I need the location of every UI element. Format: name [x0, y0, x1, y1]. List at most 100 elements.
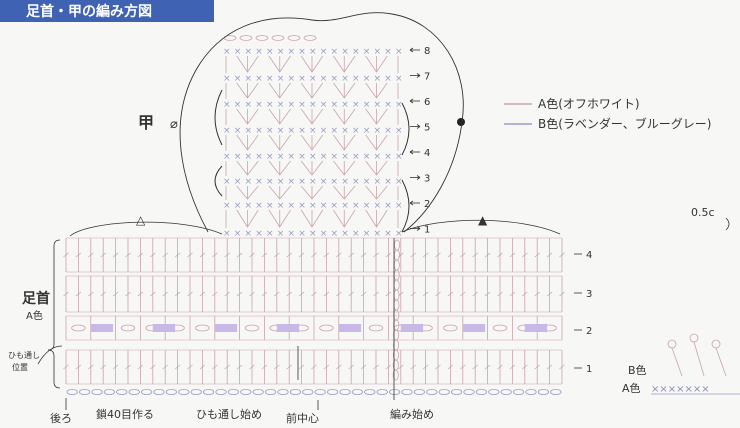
- stitch-bar: [224, 252, 230, 258]
- chain-stitch: [190, 388, 202, 395]
- sc-stitch: ×: [255, 126, 263, 136]
- stitch-bar: [261, 252, 268, 258]
- chain-stitch: [202, 388, 215, 395]
- sc-stitch: ×: [341, 229, 349, 239]
- sc-stitch: ×: [374, 126, 382, 136]
- instep-row-number: 3: [424, 174, 430, 185]
- center-chain: [393, 279, 400, 291]
- chain-stitch: [277, 388, 289, 395]
- stitch-bar: [410, 291, 416, 297]
- stitch-bar: [472, 291, 478, 297]
- chain-stitch: [488, 388, 500, 395]
- chain-stitch: [116, 388, 128, 395]
- sc-stitch: ×: [352, 229, 360, 239]
- sc-stitch: ×: [352, 177, 360, 187]
- stitch-bar: [88, 252, 94, 258]
- sc-stitch: ×: [234, 152, 242, 162]
- stitch-bar: [546, 364, 553, 370]
- sc-stitch: ×: [384, 126, 392, 136]
- sc-stitch: ×: [395, 47, 403, 57]
- stitch-bar: [497, 364, 503, 370]
- sc-stitch: ×: [277, 177, 285, 187]
- center-chain: [393, 259, 400, 271]
- chain-stitch: [537, 388, 550, 395]
- chain-stitch: [215, 388, 227, 395]
- sc-stitch: ×: [245, 152, 253, 162]
- stitch-bar: [460, 252, 466, 258]
- sc-stitch: ×: [245, 74, 253, 84]
- side-post: [693, 341, 705, 377]
- stitch-bar: [360, 291, 367, 297]
- stitch-bar: [249, 291, 255, 297]
- stitch-bar: [336, 252, 342, 258]
- sc-stitch: ×: [298, 126, 306, 136]
- stitch-bar: [174, 252, 181, 258]
- stitch-bar: [385, 291, 392, 297]
- stitch-bar: [236, 291, 243, 297]
- chain-stitch: [438, 388, 450, 395]
- stitch-bar: [336, 364, 342, 370]
- sc-stitch: ×: [331, 126, 339, 136]
- cord-start-label: ひも通し始め: [196, 407, 262, 421]
- center-chain: [393, 289, 400, 301]
- sc-stitch: ×: [245, 177, 253, 187]
- chain-space: [368, 324, 384, 332]
- stitch-bar: [212, 364, 218, 370]
- stitch-bar: [435, 252, 441, 258]
- sc-stitch: ×: [363, 152, 371, 162]
- sc-stitch: ×: [234, 47, 242, 57]
- stitch-bar: [435, 364, 441, 370]
- stitch-bar: [447, 364, 454, 370]
- stitch-bar: [559, 252, 565, 258]
- center-chain: [393, 299, 400, 311]
- stitch-bar: [274, 291, 280, 297]
- stitch-bar: [236, 252, 243, 258]
- sc-stitch: ×: [374, 47, 382, 57]
- stitch-bar: [274, 252, 280, 258]
- stitch-bar: [360, 364, 367, 370]
- sc-stitch: ×: [374, 229, 382, 239]
- sc-stitch: ×: [395, 126, 403, 136]
- sc-stitch: ×: [288, 47, 296, 57]
- legend-label-b: B色(ラベンダー、ブルーグレー): [538, 116, 711, 131]
- turn-arrow-right: [401, 179, 410, 233]
- sc-stitch: ×: [331, 201, 339, 211]
- stitch-bar: [298, 252, 305, 258]
- stitch-bar: [174, 291, 181, 297]
- bullet-marker: [457, 118, 465, 126]
- stitch-bar: [112, 252, 119, 258]
- stitch-bar: [484, 291, 491, 297]
- sc-stitch: ×: [384, 177, 392, 187]
- stitch-bar: [100, 364, 106, 370]
- sc-stitch: ×: [288, 100, 296, 110]
- stitch-bar: [435, 291, 441, 297]
- chain-stitch: [525, 388, 537, 395]
- chain-stitch: [475, 388, 488, 395]
- sc-stitch: ×: [374, 152, 382, 162]
- row-arrowhead: [416, 226, 421, 231]
- stitch-bar: [534, 291, 540, 297]
- sc-stitch: ×: [234, 229, 242, 239]
- sc-stitch: ×: [363, 74, 371, 84]
- stitch-bar: [137, 291, 144, 297]
- sc-stitch: ×: [255, 100, 263, 110]
- chain-stitch: [388, 388, 401, 395]
- stitch-bar: [385, 252, 392, 258]
- stitch-bar: [522, 291, 528, 297]
- ankle-row-number: 3: [586, 289, 592, 300]
- row-arrowhead: [416, 175, 421, 180]
- sc-stitch: ×: [341, 201, 349, 211]
- sc-stitch: ×: [352, 47, 360, 57]
- stitch-bar: [137, 252, 144, 258]
- side-bracket: [725, 217, 730, 231]
- stitch-bar: [63, 364, 69, 370]
- sc-stitch: ×: [298, 152, 306, 162]
- sc-stitch: ×: [309, 177, 317, 187]
- side-color-a: A色: [622, 381, 641, 395]
- instep-outline: [179, 12, 464, 233]
- stitch-bar: [460, 364, 466, 370]
- sc-stitch: ×: [223, 201, 231, 211]
- sc-stitch: ×: [288, 201, 296, 211]
- sc-stitch: ×: [331, 229, 339, 239]
